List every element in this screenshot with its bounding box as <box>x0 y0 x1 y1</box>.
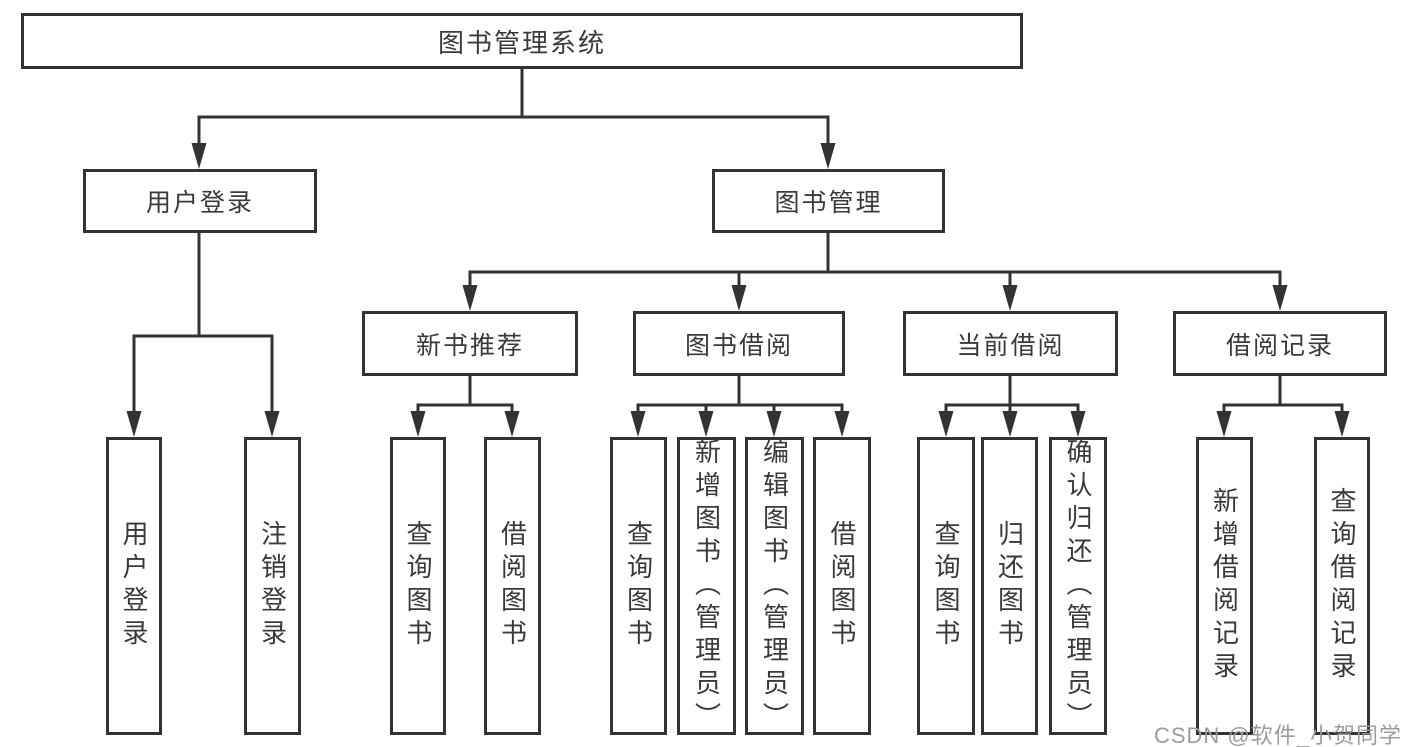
leaf-recommend-borrow-book-label: 借阅图书 <box>497 520 528 652</box>
leaf-borrow-query-book: 查询图书 <box>610 437 667 735</box>
leaf-user-login: 用户登录 <box>106 437 162 735</box>
leaf-return-book: 归还图书 <box>981 437 1038 735</box>
leaf-edit-book-admin: 编辑图书（管理员） <box>745 437 804 735</box>
leaf-user-login-label: 用户登录 <box>119 520 149 652</box>
leaf-add-borrow-record-label: 新增借阅记录 <box>1209 487 1240 685</box>
leaf-add-book-admin: 新增图书（管理员） <box>677 437 736 735</box>
leaf-recommend-query-book-label: 查询图书 <box>403 520 433 652</box>
csdn-watermark: CSDN @软件_小贺同学 <box>1153 723 1402 747</box>
leaf-logout-label: 注销登录 <box>257 520 288 652</box>
leaf-recommend-borrow-book: 借阅图书 <box>484 437 541 735</box>
node-new-book-recommend: 新书推荐 <box>362 311 578 376</box>
leaf-current-query-book: 查询图书 <box>917 437 975 735</box>
leaf-add-borrow-record: 新增借阅记录 <box>1196 437 1253 735</box>
node-root: 图书管理系统 <box>21 13 1023 69</box>
leaf-current-query-book-label: 查询图书 <box>931 520 961 652</box>
leaf-borrow-book: 借阅图书 <box>813 437 871 735</box>
node-user-login: 用户登录 <box>83 169 317 233</box>
leaf-confirm-return-admin-label: 确认归还（管理员） <box>1063 437 1093 735</box>
leaf-edit-book-admin-label: 编辑图书（管理员） <box>759 437 790 735</box>
node-current-borrow: 当前借阅 <box>903 311 1118 376</box>
leaf-borrow-query-book-label: 查询图书 <box>623 520 654 652</box>
leaf-add-book-admin-label: 新增图书（管理员） <box>691 437 722 735</box>
leaf-return-book-label: 归还图书 <box>994 520 1025 652</box>
leaf-borrow-book-label: 借阅图书 <box>827 520 857 652</box>
leaf-logout: 注销登录 <box>244 437 301 735</box>
node-book-borrow: 图书借阅 <box>633 311 845 376</box>
node-book-management: 图书管理 <box>712 169 945 233</box>
leaf-recommend-query-book: 查询图书 <box>390 437 446 735</box>
leaf-query-borrow-record-label: 查询借阅记录 <box>1327 487 1357 685</box>
leaf-confirm-return-admin: 确认归还（管理员） <box>1049 437 1107 735</box>
leaf-query-borrow-record: 查询借阅记录 <box>1314 437 1370 735</box>
node-borrow-records: 借阅记录 <box>1173 311 1387 376</box>
